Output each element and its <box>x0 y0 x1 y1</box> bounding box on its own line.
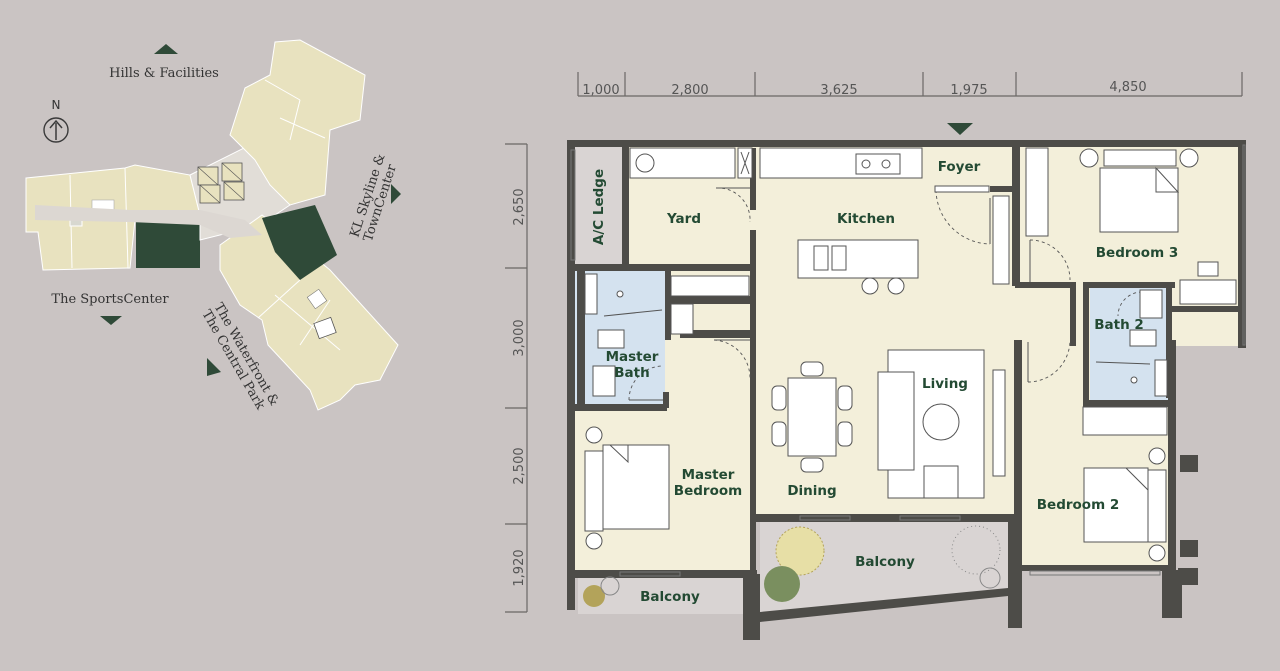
bedroom3-bed <box>1079 148 1237 305</box>
dim-left-4: 1,920 <box>512 549 527 586</box>
washer-icon <box>635 153 655 173</box>
dim-left-2: 3,000 <box>512 319 527 356</box>
dimension-left <box>505 143 528 613</box>
north-compass-icon <box>43 117 69 143</box>
room-label-dining: Dining <box>787 483 836 499</box>
room-label-bedroom3: Bedroom 3 <box>1096 245 1178 261</box>
key-plan-ne-wing <box>229 39 366 206</box>
arrow-right-icon <box>391 184 401 204</box>
bedroom2-bed <box>1083 447 1167 562</box>
room-label-balcony-master: Balcony <box>640 589 700 605</box>
room-label-yard: Yard <box>666 211 701 227</box>
room-label-master-bath-line2: Bath <box>614 365 649 381</box>
room-label-master-bath-line1: Master <box>606 349 659 365</box>
ac-ledge-floor <box>575 146 628 264</box>
room-label-living: Living <box>922 376 968 392</box>
room-label-foyer: Foyer <box>938 159 981 175</box>
dim-top-2: 2,800 <box>671 83 708 98</box>
arrow-down-left-icon <box>207 358 221 376</box>
master-bed <box>584 426 670 550</box>
direction-hills: Hills & Facilities <box>109 66 219 81</box>
plant-icons <box>583 525 1001 607</box>
dim-top-3: 3,625 <box>820 83 857 98</box>
stool-icon <box>861 277 879 295</box>
dimension-top <box>577 72 1243 97</box>
cooktop-icon <box>855 153 901 175</box>
sink-icon <box>813 245 847 271</box>
door-leaves <box>629 187 1031 401</box>
room-label-ac-ledge: A/C Ledge <box>591 169 607 245</box>
bath2-fixtures <box>1095 289 1168 397</box>
key-plan: N Hills & Facilities The SportsCenter KL… <box>25 39 401 412</box>
balcony-master-floor <box>578 578 746 614</box>
unit-floor-plan: A/C Ledge Yard Kitchen Foyer Bedroom 3 B… <box>567 123 1246 640</box>
entry-arrow-icon <box>947 123 973 135</box>
stool-icon <box>887 277 905 295</box>
key-plan-se-wing <box>219 205 399 411</box>
dim-left-1: 2,650 <box>512 188 527 225</box>
dim-top-1: 1,000 <box>582 83 619 98</box>
wardrobes <box>670 275 1168 436</box>
key-plan-walkway <box>35 205 262 238</box>
room-label-balcony-main: Balcony <box>855 554 915 570</box>
room-label-master-bedroom-line1: Master <box>682 467 735 483</box>
dim-left-3: 2,500 <box>512 447 527 484</box>
arrow-up-icon <box>154 44 178 54</box>
room-label-kitchen: Kitchen <box>837 211 895 227</box>
dim-top-5: 4,850 <box>1109 80 1146 95</box>
room-label-master-bedroom-line2: Bedroom <box>674 483 742 499</box>
dining-table <box>771 361 853 473</box>
walls <box>567 140 1246 640</box>
highlight-unit-right <box>262 205 337 280</box>
direction-sports: The SportsCenter <box>51 292 169 307</box>
arrow-down-icon <box>100 316 122 325</box>
dim-top-4: 1,975 <box>950 83 987 98</box>
master-bath-fixtures <box>584 273 663 397</box>
highlight-unit-left <box>136 218 200 268</box>
room-label-bath2: Bath 2 <box>1094 317 1144 333</box>
room-label-bedroom2: Bedroom 2 <box>1037 497 1119 513</box>
windows <box>570 144 1246 577</box>
north-label: N <box>52 98 61 112</box>
living-set <box>877 349 1006 499</box>
